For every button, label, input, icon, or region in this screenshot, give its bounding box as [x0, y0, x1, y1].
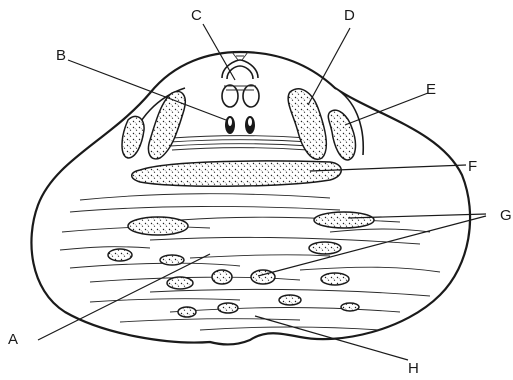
label-f: F	[468, 158, 477, 175]
label-h: H	[408, 360, 419, 377]
label-b: B	[56, 47, 66, 64]
label-g: G	[500, 207, 512, 224]
structure-f	[132, 161, 342, 186]
label-c: C	[191, 7, 202, 24]
label-a: A	[8, 331, 18, 348]
label-d: D	[344, 7, 355, 24]
label-e: E	[426, 81, 436, 98]
